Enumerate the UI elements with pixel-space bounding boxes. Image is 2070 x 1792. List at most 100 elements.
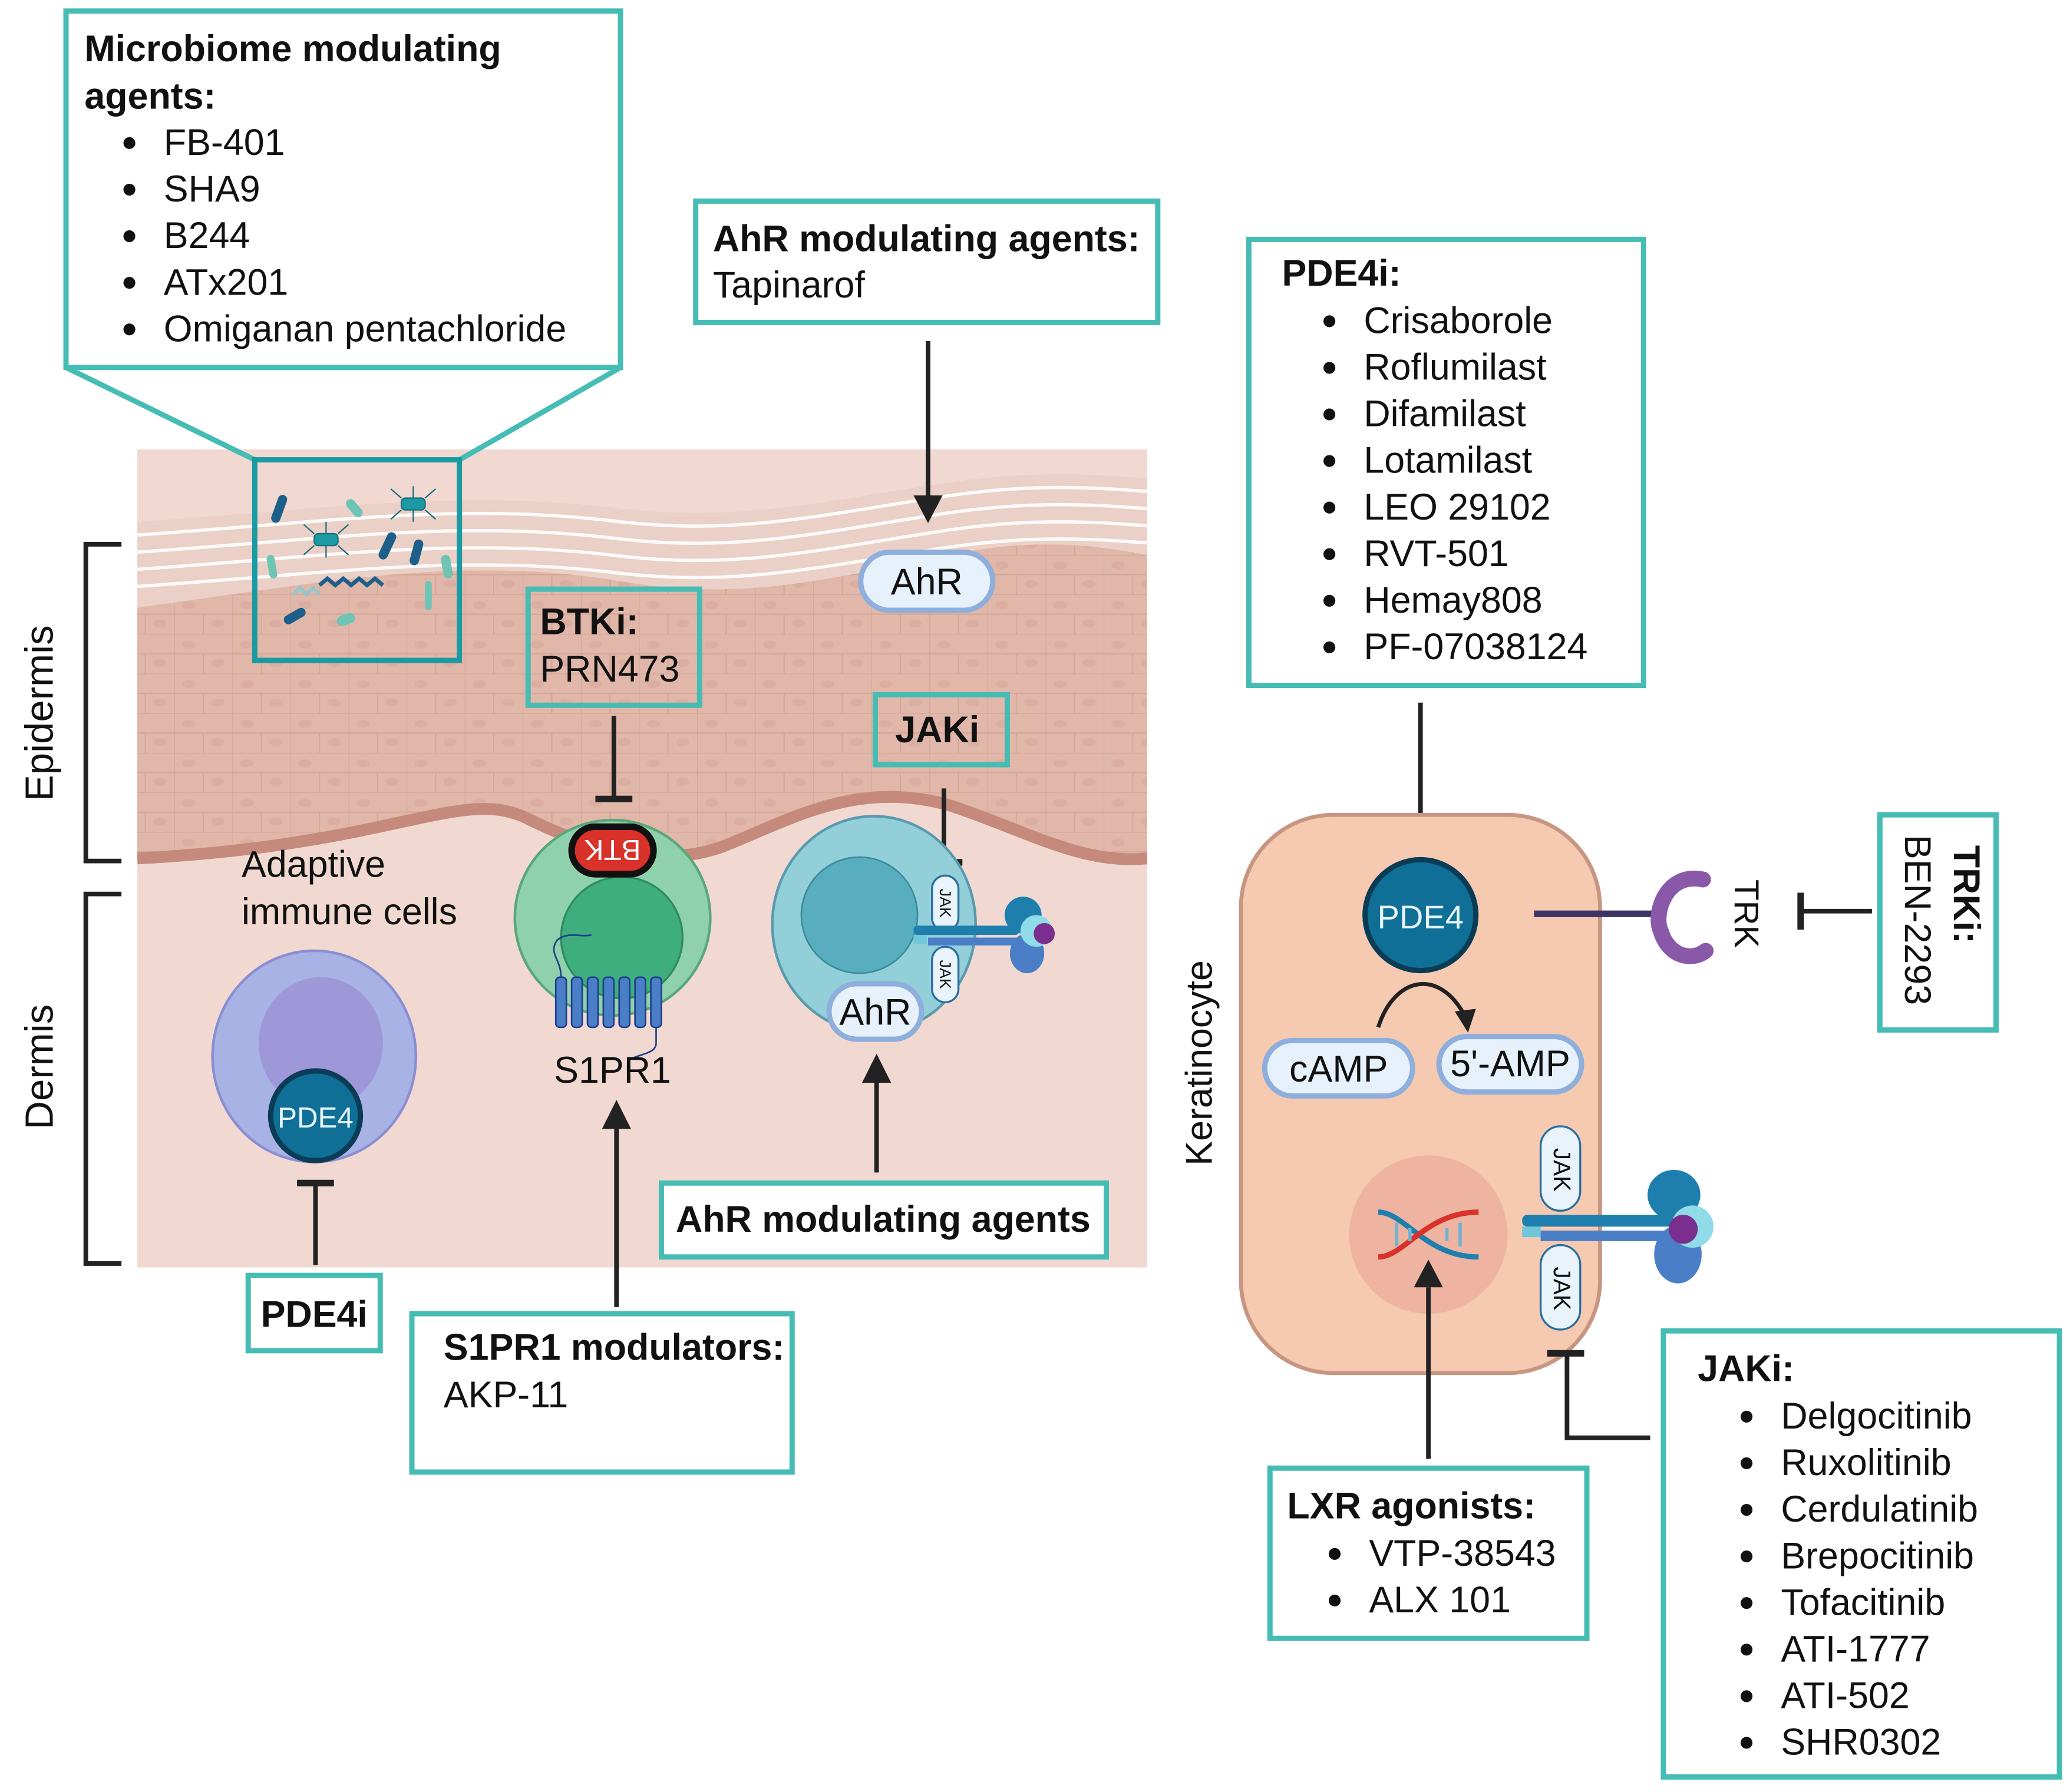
pde4i-small-box	[245, 1272, 383, 1354]
bullet-icon	[1328, 1548, 1341, 1560]
list-item: Difamilast	[1364, 394, 1526, 435]
bullet-icon	[1741, 1644, 1753, 1656]
bullet-icon	[1323, 548, 1336, 560]
conversion-arrow	[1376, 982, 1467, 1028]
lxr-box	[1267, 1465, 1590, 1641]
keratinocyte-cell	[1239, 812, 1602, 1376]
bullet-icon	[1741, 1737, 1753, 1749]
bacteria-rod-icon	[441, 554, 453, 578]
microbiome-callout: Microbiome modulating agents: FB-401SHA9…	[63, 8, 623, 663]
bacteria-rod-icon	[425, 581, 432, 610]
arrowhead-ahr-top	[913, 495, 943, 524]
btki-title: BTKi:	[540, 601, 638, 642]
dna-icon	[1378, 1209, 1479, 1260]
lymphocyte-purple: PDE4	[211, 949, 417, 1163]
ahr-top-body: Tapinarof	[713, 264, 866, 306]
keratinocyte-label: Keratinocyte	[1179, 960, 1220, 1166]
s1pr1-receptor-icon	[553, 934, 662, 1060]
bullet-icon	[123, 137, 136, 149]
adaptive-label-line1: Adaptive	[242, 844, 385, 885]
btki-box	[525, 586, 702, 708]
list-item: Brepocitinib	[1781, 1535, 1974, 1576]
inhibit-keratinocyte-jak	[1564, 1353, 1650, 1440]
corneum-lines	[137, 485, 1147, 588]
list-item: VTP-38543	[1369, 1533, 1556, 1574]
microbiome-title-line1: Microbiome modulating	[84, 28, 501, 70]
ahr-epidermis-pill	[858, 549, 996, 613]
jaki-list: DelgocitinibRuxolitinibCerdulatinibBrepo…	[1741, 1396, 1978, 1763]
list-item: ATx201	[164, 262, 289, 303]
list-item: LEO 29102	[1364, 487, 1550, 528]
bacteria-rod-icon	[336, 613, 355, 626]
trki-title: TRKi:	[1946, 845, 1987, 944]
bullet-icon	[1323, 408, 1336, 421]
btk-label: BTK	[585, 834, 641, 866]
list-item: Roflumilast	[1364, 347, 1546, 388]
btk-badge: BTK	[568, 823, 657, 878]
bacteria-rod-icon	[345, 499, 363, 518]
bullet-icon	[1741, 1550, 1753, 1563]
ahr-bottom-title: AhR modulating agents	[676, 1199, 1091, 1240]
pde4i-box	[1246, 236, 1646, 689]
amp5-label: 5'-AMP	[1450, 1043, 1570, 1085]
list-item: Ruxolitinib	[1781, 1442, 1951, 1483]
spirochete-icon	[318, 576, 384, 588]
list-item: RVT-501	[1364, 533, 1508, 574]
ahr-bottom-box	[658, 1180, 1109, 1260]
list-item: ATI-502	[1781, 1675, 1909, 1717]
epidermis-bracket	[83, 542, 122, 864]
bullet-icon	[1323, 362, 1336, 374]
dermis-label: Dermis	[18, 1004, 62, 1130]
list-item: SHA9	[164, 168, 260, 210]
jak-label-lower: JAK	[936, 960, 954, 989]
callout-connector	[65, 365, 622, 462]
bacteria-rod-icon	[378, 532, 397, 560]
trki-box	[1877, 812, 1999, 1033]
list-item: Hemay808	[1364, 580, 1542, 621]
bullet-icon	[123, 183, 136, 196]
keratinocyte-jak-upper: JAK	[1549, 1148, 1576, 1192]
list-item: ALX 101	[1369, 1579, 1511, 1621]
bacteria-icons	[266, 486, 453, 626]
ahr-cell-label: AhR	[839, 991, 911, 1033]
keratinocyte-jak-lower: JAK	[1549, 1267, 1576, 1311]
bullet-icon	[1323, 641, 1336, 653]
pde4i-title: PDE4i:	[1282, 253, 1401, 294]
bullet-icon	[1323, 501, 1336, 514]
amp5-pill	[1436, 1034, 1584, 1095]
bacteria-rod-icon	[266, 555, 278, 578]
ahr-top-title: AhR modulating agents:	[713, 219, 1140, 260]
flagellated-bacteria-icon	[390, 486, 437, 522]
list-item: Tofacitinib	[1781, 1582, 1945, 1623]
s1pr1-body: AKP-11	[444, 1374, 569, 1416]
cytokine-receptor-icon	[913, 897, 1055, 974]
list-item: PF-07038124	[1364, 626, 1587, 667]
ahr-top-box	[693, 198, 1161, 326]
adaptive-label-line2: immune cells	[242, 891, 457, 933]
epidermis-label: Epidermis	[18, 625, 62, 801]
dermis-bracket	[83, 891, 122, 1266]
microbiome-box	[63, 8, 623, 371]
jaki-small-title: JAKi	[895, 709, 979, 750]
btki-body: PRN473	[540, 649, 679, 690]
bacteria-rod-icon	[410, 539, 424, 566]
list-item: FB-401	[164, 122, 285, 163]
bacteria-rod-icon	[283, 607, 306, 624]
arrowhead-ahr-bottom	[862, 1053, 892, 1083]
pde4i-list: CrisaboroleRoflumilastDifamilastLotamila…	[1323, 300, 1587, 667]
lxr-title: LXR agonists:	[1287, 1485, 1536, 1526]
jaki-box	[1660, 1328, 2062, 1780]
keratinocyte-pde4	[1362, 857, 1479, 974]
bacteria-rod-icon	[271, 495, 288, 523]
jaki-title: JAKi:	[1698, 1348, 1794, 1389]
list-item: B244	[164, 215, 250, 256]
s1pr1-title: S1PR1 modulators:	[444, 1327, 785, 1368]
s1pr1-box	[409, 1311, 795, 1475]
jak-label-upper: JAK	[936, 889, 954, 918]
microbiome-zoom-frame	[252, 457, 463, 663]
keratinocyte-cytokine-receptor-icon	[1522, 1169, 1714, 1284]
bullet-icon	[1323, 594, 1336, 607]
list-item: Delgocitinib	[1781, 1396, 1972, 1437]
